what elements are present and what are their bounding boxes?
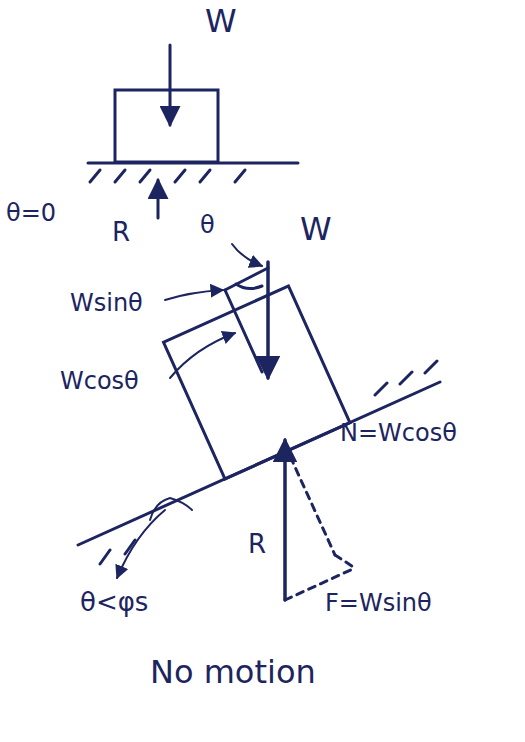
angle-arc — [236, 284, 262, 289]
ground-line — [88, 162, 298, 165]
component-line — [225, 290, 262, 372]
force-label: F=Wsinθ — [325, 590, 432, 616]
dashed-line — [335, 555, 355, 568]
block — [164, 286, 350, 479]
normal-dashed — [285, 445, 335, 555]
component-label: Wsinθ — [70, 290, 143, 316]
force-label: R — [112, 218, 130, 247]
note-label: No motion — [150, 655, 316, 690]
leader-line — [170, 333, 235, 378]
condition-label: θ<φs — [80, 588, 148, 617]
force-label: W — [300, 212, 332, 247]
angle-label: θ — [200, 212, 215, 238]
component-line — [225, 268, 268, 290]
leader-line — [117, 510, 165, 578]
reaction-arrow — [157, 180, 160, 218]
incline-hatch — [100, 361, 437, 564]
ground-hatch — [90, 170, 245, 182]
block — [115, 90, 218, 162]
reaction-arrow — [283, 440, 287, 600]
leader-line — [165, 290, 223, 300]
component-label: Wcosθ — [60, 368, 139, 394]
force-label: W — [205, 4, 237, 39]
leader-line — [232, 244, 262, 266]
weight-arrow — [266, 262, 270, 378]
force-label: N=Wcosθ — [340, 420, 457, 446]
force-label: R — [248, 530, 266, 559]
angle-label: θ=0 — [6, 200, 56, 226]
weight-arrow — [169, 45, 172, 125]
